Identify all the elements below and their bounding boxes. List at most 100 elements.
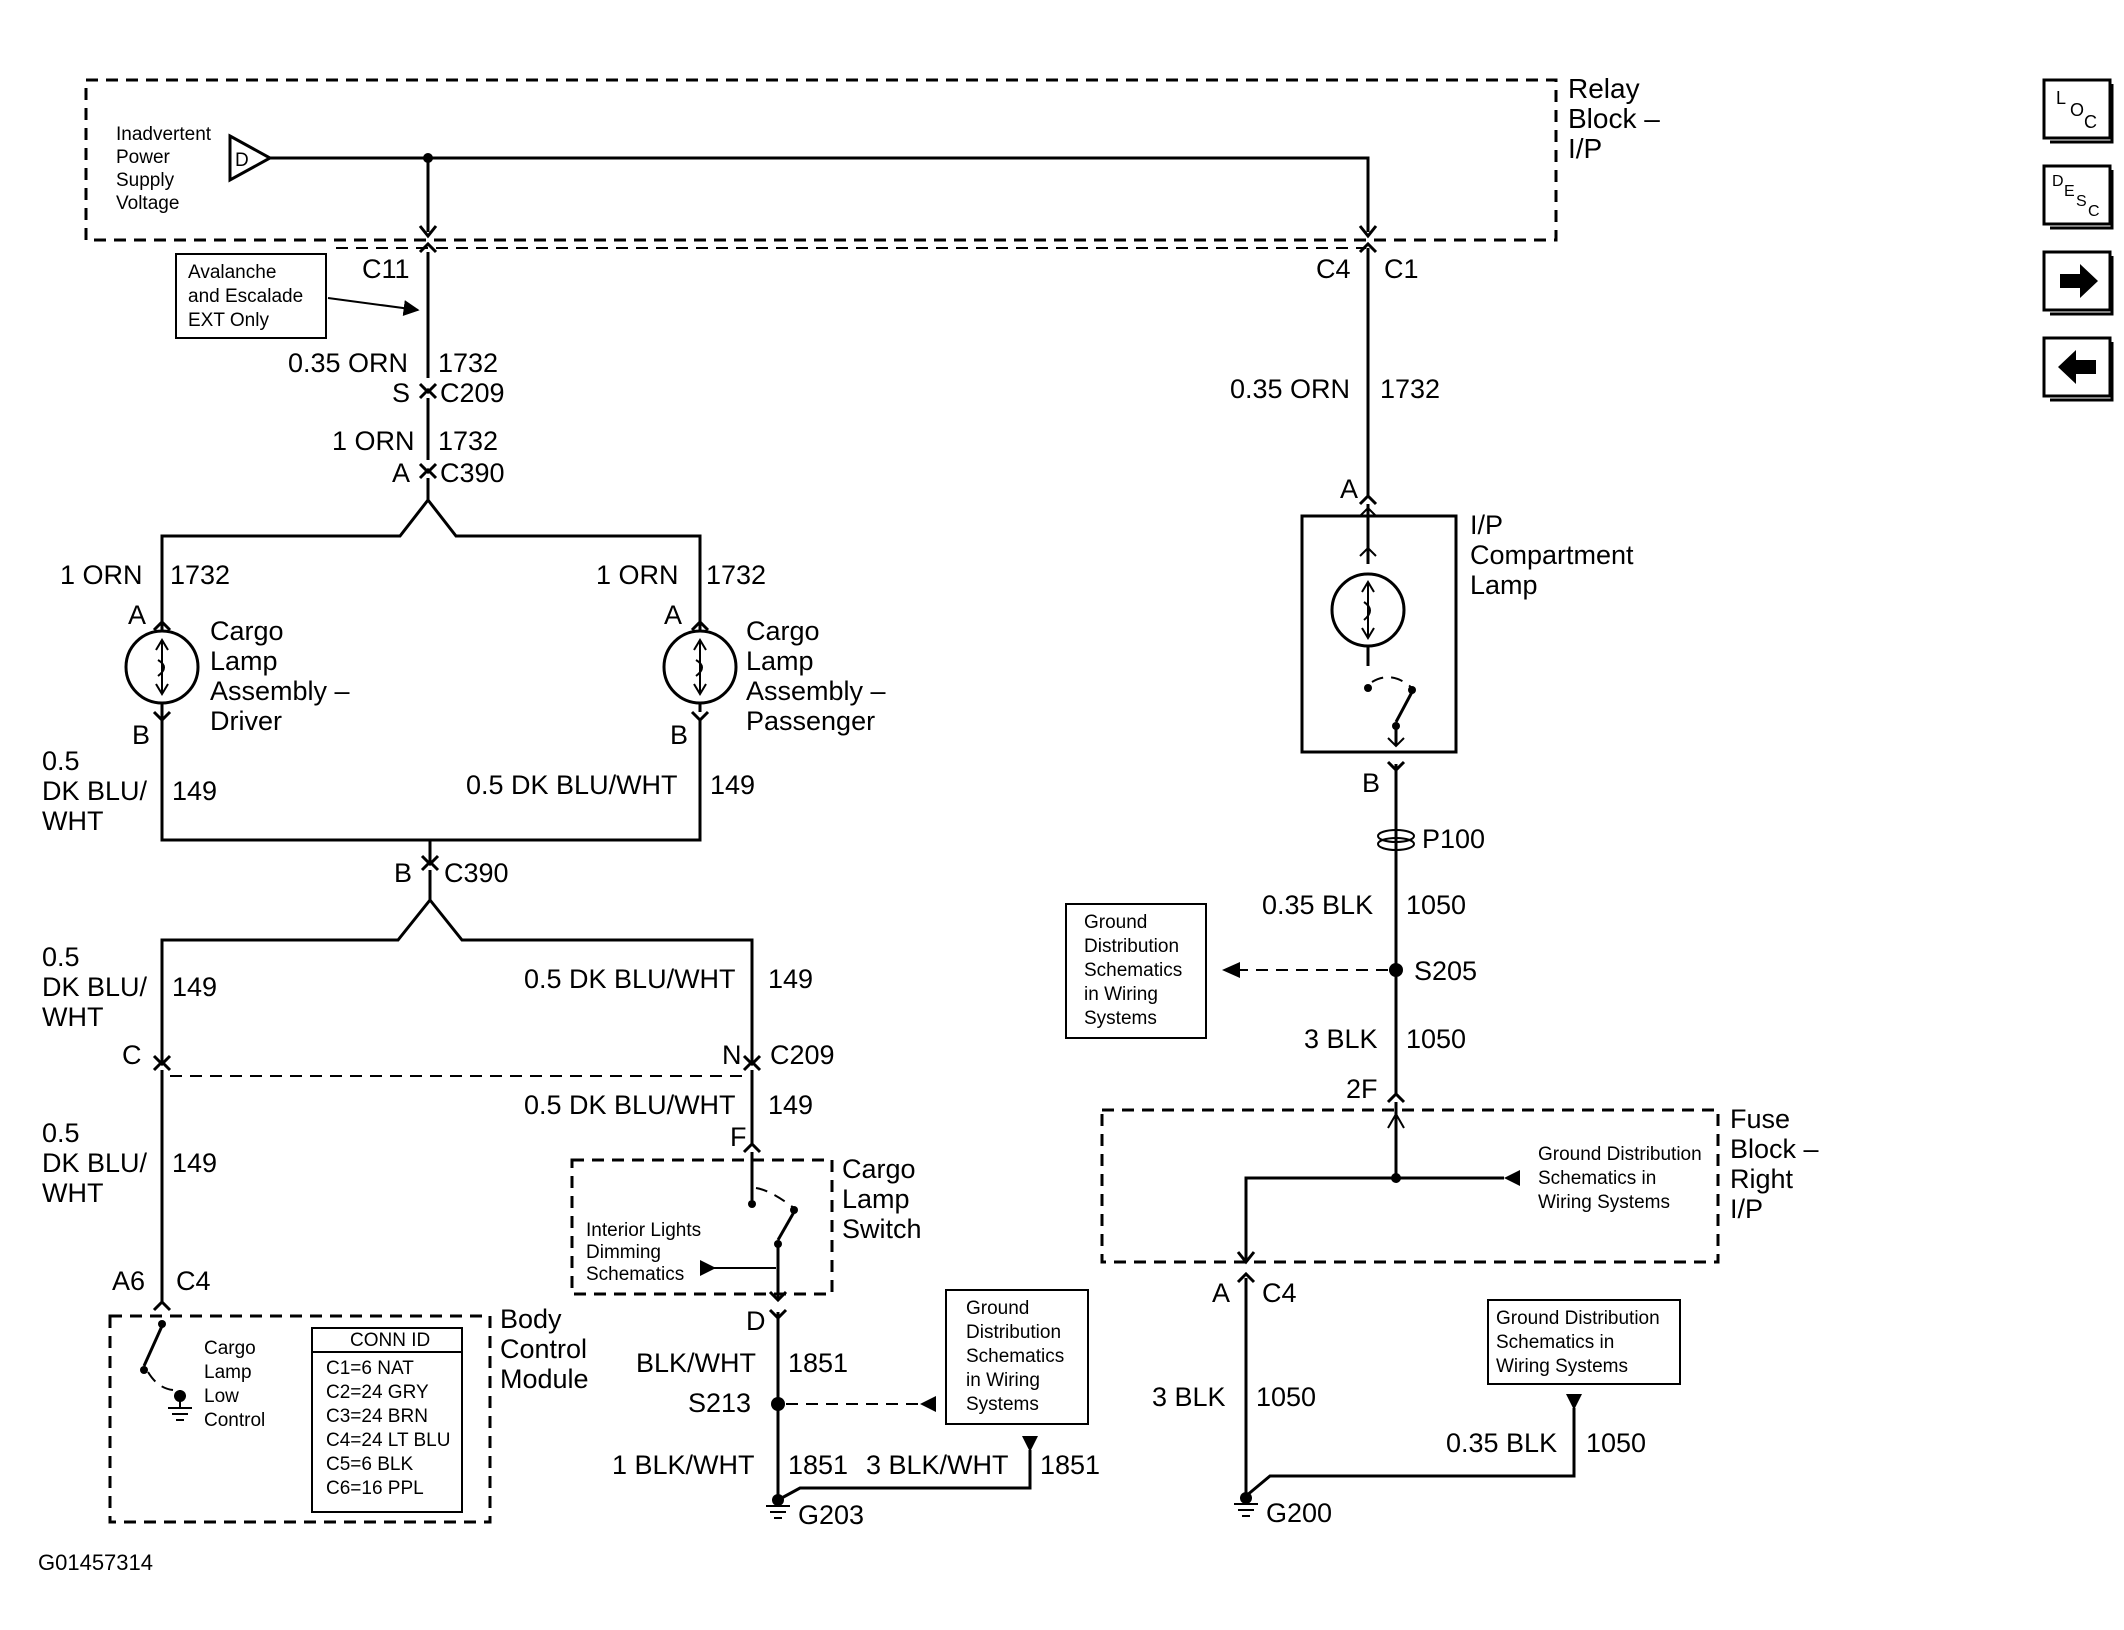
c390b-label: C390 [444,858,509,888]
left-wire-1: 0.5 [42,942,80,972]
loc-letter-3: C [2084,112,2097,132]
bcm-c4: C4 [176,1266,211,1296]
driver-out-1: 0.5 [42,746,80,776]
loc-letter-2: O [2070,100,2084,120]
pass-name-1: Cargo [746,616,820,646]
f-pin: F [730,1122,747,1152]
note-box [175,253,327,339]
gnd-box-l-1: Ground [966,1298,1029,1319]
r-pin-a: A [1340,474,1358,504]
r-pin-b: B [1362,768,1380,798]
gnd-box-r-3: Schematics [1084,960,1182,981]
r-lamp-2: Compartment [1470,540,1634,570]
driver-out-3: WHT [42,806,103,836]
p100-connector-icon [1377,829,1415,843]
source-text-1: Inadvertent [116,124,212,145]
driver-pin-a: A [128,600,146,630]
pass-pin-a: A [664,600,682,630]
fuse-block-4: I/P [1730,1194,1763,1224]
r-pin-2f: 2F [1346,1074,1378,1104]
loc-letter-1: L [2056,88,2066,108]
pass-pin-b: B [670,720,688,750]
source-letter: D [235,150,249,171]
cargo-switch-contact-icon [776,1211,796,1241]
relay-block-title-1: Relay [1568,73,1640,104]
gnd-box-r-4: in Wiring [1084,984,1158,1005]
splice-dot [423,153,433,163]
arrow-left-icon [2058,350,2096,384]
fuse-block-1: Fuse [1730,1104,1790,1134]
r-w5-circuit: 1050 [1586,1428,1646,1458]
bcm-wire-circuit: 149 [172,1148,217,1178]
loc-button[interactable]: L O C [2042,78,2114,144]
r-pin-a2: A [1212,1278,1230,1308]
s205-label: S205 [1414,956,1477,986]
driver-pin-b: B [132,720,150,750]
arrow-right-icon [2060,264,2098,298]
figure-id: G01457314 [38,1550,153,1575]
note-line-1: Avalanche [188,262,276,283]
switch-name-3: Switch [842,1214,922,1244]
w1-circuit: 1732 [438,348,498,378]
gnd-box-l-3: Schematics [966,1346,1064,1367]
gnd-w1-size: BLK/WHT [636,1348,756,1378]
driver-w-circuit: 1732 [170,560,230,590]
relay-block-outline [84,78,1558,242]
gnd-w3-circuit: 1851 [1040,1450,1100,1480]
conn-row-3: C3=24 BRN [326,1406,428,1427]
gnd-w2-circuit: 1851 [788,1450,848,1480]
g203-label: G203 [798,1500,864,1530]
right-wire-circuit: 149 [768,964,813,994]
r-w3-size: 3 BLK [1304,1024,1378,1054]
driver-w-size: 1 ORN [60,560,143,590]
right-circuit: C4 C1 0.35 ORN 1732 A I/P Compartment La… [1065,241,1819,1528]
g200-ground-icon [1234,1503,1258,1517]
gnd-w2-size: 1 BLK/WHT [612,1450,755,1480]
bcm-ctrl-4: Control [204,1410,265,1431]
gnd2-box-1: Ground Distribution [1496,1308,1660,1329]
r-w2-size: 0.35 BLK [1262,890,1373,920]
c390-label: C390 [440,458,505,488]
gnd-w1-circuit: 1851 [788,1348,848,1378]
r-c4: C4 [1316,254,1351,284]
bcm-name-3: Module [500,1364,589,1394]
sw-wire-circuit: 149 [768,1090,813,1120]
dim-line-3: Schematics [586,1264,684,1285]
switch-name-1: Cargo [842,1154,916,1184]
bcm-a6: A6 [112,1266,145,1296]
desc-letter-1: D [2052,173,2064,190]
r-c1: C1 [1384,254,1419,284]
driver-out-circuit: 149 [172,776,217,806]
pass-out-size: 0.5 DK BLU/WHT [466,770,678,800]
driver-name-1: Cargo [210,616,284,646]
gnd2-box-2: Schematics in [1496,1332,1614,1353]
desc-button[interactable]: D E S C [2042,164,2114,230]
left-wire-3: WHT [42,1002,103,1032]
conn-header: CONN ID [350,1330,430,1351]
note-line-3: EXT Only [188,310,269,331]
ip-lamp-switch-icon [1394,691,1414,723]
desc-letter-4: C [2088,203,2100,220]
relay-block-title-2: Block – [1568,103,1660,134]
c390-pin: A [392,458,410,488]
next-button[interactable] [2042,250,2114,316]
fuse-gnd-2: Schematics in [1538,1168,1656,1189]
p100-label: P100 [1422,824,1485,854]
driver-name-2: Lamp [210,646,278,676]
driver-name-4: Driver [210,706,282,736]
gnd-box-r-1: Ground [1084,912,1147,933]
c209-pin: S [392,378,410,408]
source-text-3: Supply [116,170,175,191]
prev-button[interactable] [2042,336,2114,402]
conn-row-2: C2=24 GRY [326,1382,429,1403]
g200-label: G200 [1266,1498,1332,1528]
pass-name-3: Assembly – [746,676,886,706]
d-pin: D [746,1306,766,1336]
conn-row-1: C1=6 NAT [326,1358,414,1379]
pass-name-2: Lamp [746,646,814,676]
driver-out-2: DK BLU/ [42,776,148,806]
left-wire-2: DK BLU/ [42,972,148,1002]
source-text-4: Voltage [116,193,179,214]
